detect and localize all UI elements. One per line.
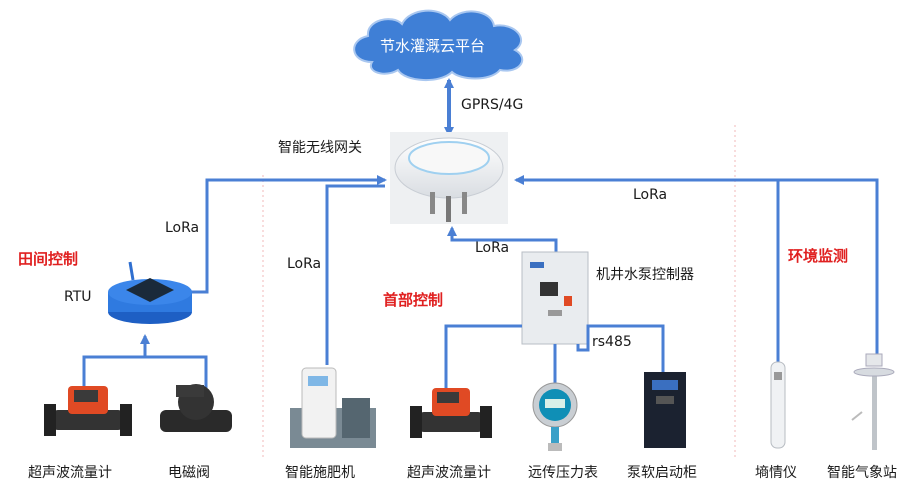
link-cabinet-softstart <box>576 324 665 372</box>
rs485-label: rs485 <box>592 334 632 350</box>
pressure-gauge-device <box>532 382 578 451</box>
pressure-gauge-label: 远传压力表 <box>528 465 598 481</box>
weather-station-device <box>851 353 895 450</box>
lora-label-fertilizer: LoRa <box>287 256 322 272</box>
flowmeter-head-device <box>410 388 492 438</box>
flowmeter-head-label: 超声波流量计 <box>407 465 491 481</box>
rtu-label: RTU <box>64 289 92 305</box>
soft-starter-device <box>644 372 686 448</box>
rtu-device <box>108 261 192 324</box>
lora-label-pump: LoRa <box>475 240 510 256</box>
lora-label-rtu: LoRa <box>165 220 200 236</box>
valve-device <box>160 384 232 432</box>
flowmeter-field-label: 超声波流量计 <box>28 465 112 481</box>
gprs-link-label: GPRS/4G <box>461 97 524 113</box>
gateway-label: 智能无线网关 <box>278 140 362 156</box>
weather-station-label: 智能气象站 <box>827 465 897 481</box>
soil-moisture-label: 墒情仪 <box>755 465 797 481</box>
cloud-label: 节水灌溉云平台 <box>380 37 486 55</box>
link-env-gateway <box>514 175 879 365</box>
section-env-title: 环境监测 <box>788 247 849 265</box>
link-fertilizer-gateway <box>325 184 385 365</box>
link-rtu-gateway <box>190 175 387 294</box>
flowmeter-field-device <box>44 386 132 436</box>
pump-controller-device <box>521 251 589 345</box>
lora-label-env: LoRa <box>633 187 668 203</box>
soft-starter-label: 泵软启动柜 <box>627 465 697 481</box>
fertilizer-device <box>290 367 376 448</box>
soil-moisture-device <box>770 361 786 449</box>
link-cabinet-flowmeter <box>444 324 522 392</box>
section-head-title: 首部控制 <box>383 291 444 309</box>
gateway-device <box>390 132 508 224</box>
fertilizer-label: 智能施肥机 <box>285 465 355 481</box>
valve-label: 电磁阀 <box>168 465 210 481</box>
link-pump-gateway <box>447 226 558 252</box>
section-field-title: 田间控制 <box>18 250 79 268</box>
cloud-shape <box>353 9 524 82</box>
pump-controller-label: 机井水泵控制器 <box>596 267 694 283</box>
